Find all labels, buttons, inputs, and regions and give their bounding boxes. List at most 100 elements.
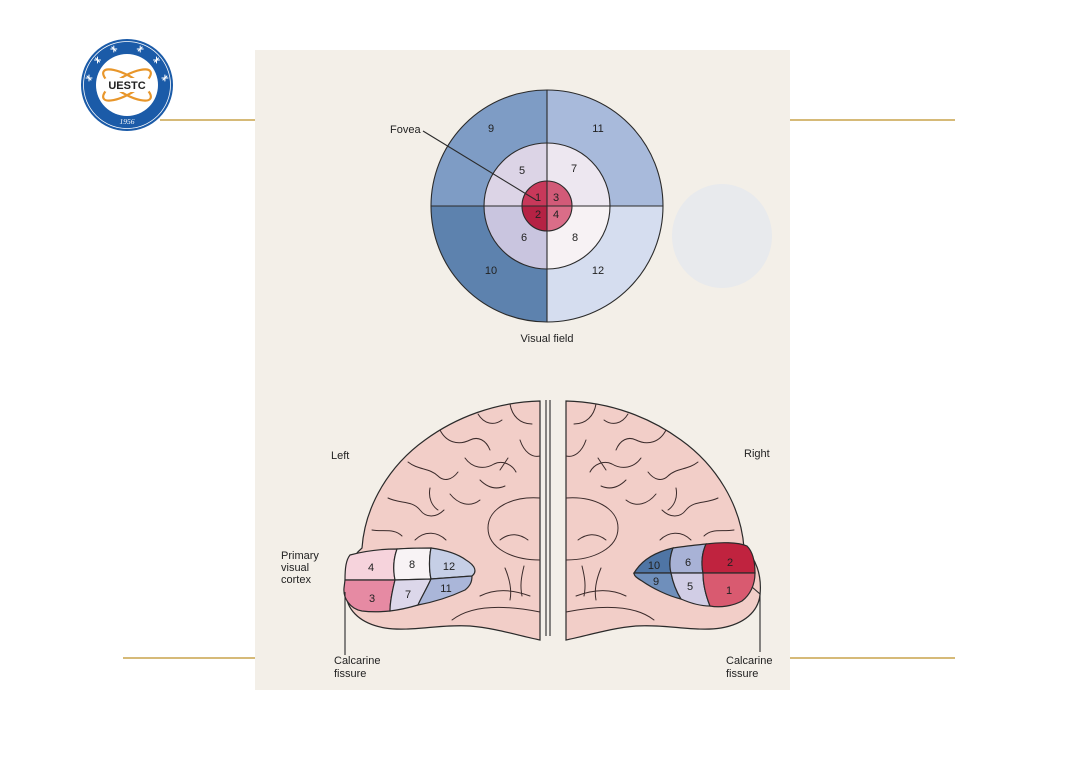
gyrus-line [573, 403, 597, 425]
visual-field-number: 1 [535, 192, 541, 204]
primary-visual-cortex-label-line: visual [281, 562, 309, 574]
left-hemisphere-label: Left [331, 450, 349, 462]
left-hemisphere-gyri [371, 403, 541, 621]
right-calcarine-fissure-label-line: fissure [726, 668, 758, 680]
primary-visual-cortex-label-line: Primary [281, 550, 319, 562]
logo-orbit [102, 68, 152, 102]
gyrus-line [414, 532, 447, 541]
gyrus-line [449, 493, 481, 505]
gyrus-line [477, 413, 503, 424]
visual-field-region-11 [547, 90, 663, 206]
left-cortex-region-12 [428, 547, 476, 580]
university-logo: UESTC 1956 [81, 39, 173, 131]
gyrus-line [504, 567, 512, 601]
gyrus-line [647, 461, 699, 480]
visual-field-region-2 [522, 206, 547, 231]
visual-field-region-8 [547, 206, 610, 269]
gyrus-line [479, 590, 531, 597]
left-cortex-number: 11 [440, 583, 451, 595]
visual-field-number: 12 [592, 265, 604, 277]
gyrus-line [603, 413, 629, 424]
right-cortex-region-1 [702, 572, 756, 608]
gyrus-line [520, 565, 525, 597]
gyrus-line [597, 457, 607, 471]
left-calcarine-fissure-label-line: fissure [334, 668, 366, 680]
gyrus-line [499, 534, 529, 541]
gyrus-line [519, 439, 541, 457]
left-cortex-number: 12 [443, 561, 455, 573]
left-cortex-number: 3 [369, 593, 375, 605]
visual-field-region-5 [484, 143, 547, 206]
visual-field-number: 5 [519, 165, 525, 177]
logo-year: 1956 [120, 117, 135, 126]
left-cortex-number: 4 [368, 562, 374, 574]
right-calcarine-fissure-label-line: Calcarine [726, 655, 772, 667]
left-calcarine-fissure-label-line: Calcarine [334, 655, 380, 667]
gyrus-line [600, 479, 627, 489]
gyrus-line [487, 497, 541, 561]
gyrus-line [565, 439, 587, 457]
primary-visual-cortex-label-line: cortex [281, 574, 311, 586]
visual-field-number: 4 [553, 209, 559, 221]
gyrus-line [439, 429, 491, 451]
logo-orbit [102, 68, 152, 102]
right-cortex-number: 9 [653, 576, 659, 588]
right-cortex-number: 2 [727, 557, 733, 569]
gyrus-line [625, 493, 657, 505]
left-cortex-number: 8 [409, 559, 415, 571]
logo-wordmark-backdrop [104, 78, 150, 92]
visual-field-region-6 [484, 206, 547, 269]
right-cortex-number: 5 [687, 581, 693, 593]
gyrus-line [667, 487, 677, 511]
right-cortex-number: 1 [726, 585, 732, 597]
left-cortex-region-11 [417, 575, 473, 606]
logo-ring-border [83, 41, 171, 129]
fovea-pointer-line [422, 130, 537, 201]
left-visual-cortex-map: 4 8 12 3 7 11 [343, 547, 476, 613]
right-cortex-number: 10 [648, 560, 660, 572]
gyrus-line [565, 606, 655, 621]
gyrus-line [577, 534, 607, 541]
right-cortex-region-2 [701, 542, 756, 574]
gyrus-line [451, 606, 541, 621]
visual-field-label: Visual field [521, 333, 574, 345]
gyrus-line [429, 487, 439, 511]
gyrus-line [581, 565, 586, 597]
visual-field-region-10 [431, 206, 547, 322]
gyrus-line [565, 497, 619, 561]
logo-ring-lettering [85, 45, 169, 82]
visual-field-region-9 [431, 90, 547, 206]
gyrus-line [407, 461, 459, 480]
right-cortex-number: 6 [685, 557, 691, 569]
visual-field-number: 6 [521, 232, 527, 244]
left-cortex-number: 7 [405, 589, 411, 601]
right-calcarine-pointer-line [751, 586, 761, 652]
visual-field-number: 9 [488, 123, 494, 135]
right-hemisphere-gyri [565, 403, 735, 621]
faint-background-blob [672, 184, 772, 288]
gyrus-line [371, 529, 403, 537]
gyrus-line [615, 429, 667, 451]
visual-field-region-3 [547, 181, 572, 206]
gyrus-line [575, 590, 627, 597]
gyrus-line [499, 457, 509, 471]
gyrus-line [509, 403, 533, 425]
fovea-label: Fovea [390, 124, 421, 136]
visual-field-diagram: 9 11 10 12 5 7 6 8 1 3 2 4 Fovea Visual … [390, 89, 664, 345]
gyrus-line [387, 497, 445, 517]
right-visual-cortex-map: 10 6 2 9 5 1 [632, 542, 756, 608]
gyrus-line [589, 457, 642, 473]
gyrus-line [659, 532, 692, 541]
visual-field-region-12 [547, 206, 663, 322]
gyrus-line [661, 497, 719, 517]
gyrus-line [479, 479, 506, 489]
gyrus-line [594, 567, 602, 601]
gyrus-line [464, 457, 517, 473]
visual-field-number: 11 [592, 123, 603, 135]
visual-field-number: 3 [553, 192, 559, 204]
gyrus-line [703, 529, 735, 537]
visual-field-region-1 [522, 181, 547, 206]
visual-field-region-4 [547, 206, 572, 231]
